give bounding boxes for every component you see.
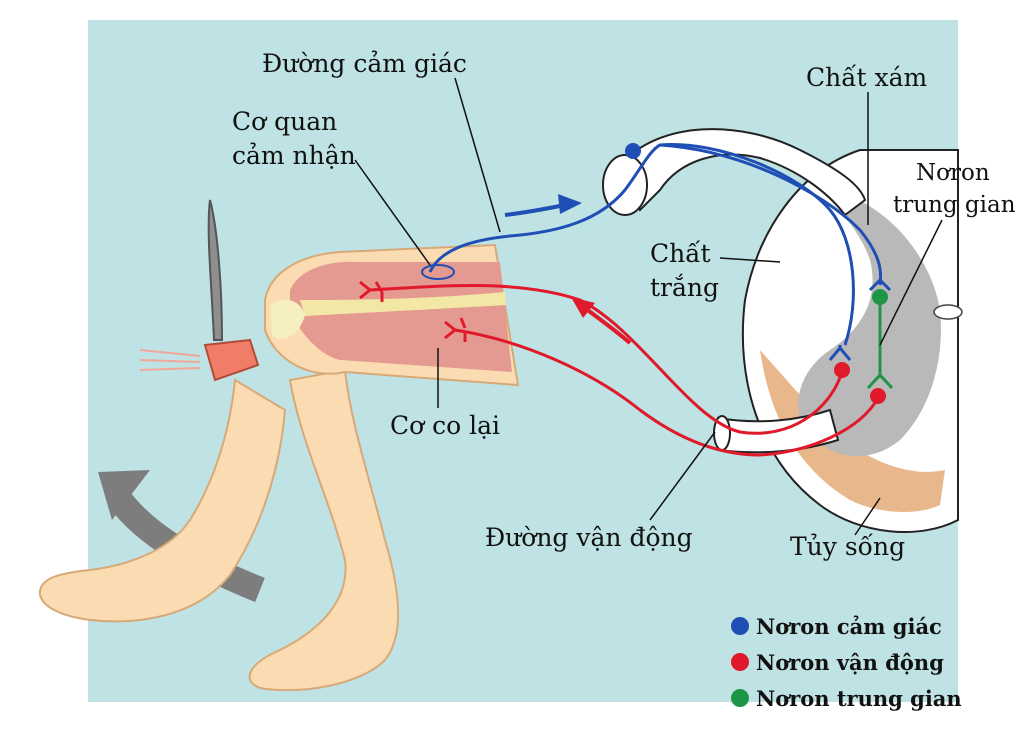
white-matter-label-line2: trắng (650, 273, 719, 302)
motor-direction-arrow (571, 297, 632, 345)
motor-endplate-lower (444, 317, 467, 342)
spinal-cord-label: Tủy sống (790, 532, 905, 561)
legend-dot (731, 689, 749, 707)
muscle-contracts-label: Cơ co lại (390, 411, 500, 440)
legend-label: Nơron cảm giác (756, 614, 942, 639)
dorsal-root-ganglion-area (760, 350, 945, 512)
central-canal (933, 304, 963, 320)
legend-dot (731, 653, 749, 671)
kneecap (270, 299, 305, 339)
gray-matter-label: Chất xám (806, 63, 928, 92)
motor-neuron (359, 280, 886, 457)
legend-label: Nơron trung gian (756, 686, 962, 711)
legend-item-motor: Nơron vận động (731, 650, 944, 675)
legend: Nơron cảm giác Nơron vận động Nơron trun… (731, 614, 962, 711)
interneuron (866, 289, 894, 390)
motor-endplate-upper (359, 280, 384, 302)
sensory-path-label: Đường cảm giác (262, 49, 467, 78)
motor-path-label: Đường vận động (485, 523, 693, 552)
thigh (264, 243, 520, 387)
interneuron-label-line1: Nơron (916, 160, 990, 186)
sensory-neuron (421, 143, 892, 361)
white-matter-label-line1: Chất (650, 239, 711, 268)
tendon (300, 292, 506, 316)
legend-item-sensory: Nơron cảm giác (731, 614, 942, 639)
reflex-hammer (139, 199, 260, 382)
leader-lines (354, 77, 943, 536)
receptor-label-line1: Cơ quan (232, 107, 337, 136)
lower-leg-extended (38, 378, 287, 623)
legend-dot (731, 617, 749, 635)
lower-leg-bent (248, 368, 400, 692)
quadriceps-muscle (290, 261, 512, 372)
sensory-direction-arrow (504, 194, 582, 217)
interneuron-label-line2: trung gian (893, 192, 1016, 218)
receptor-label-line2: cảm nhận (232, 141, 356, 170)
legend-item-interneuron: Nơron trung gian (731, 686, 962, 711)
legend-label: Nơron vận động (756, 650, 944, 675)
